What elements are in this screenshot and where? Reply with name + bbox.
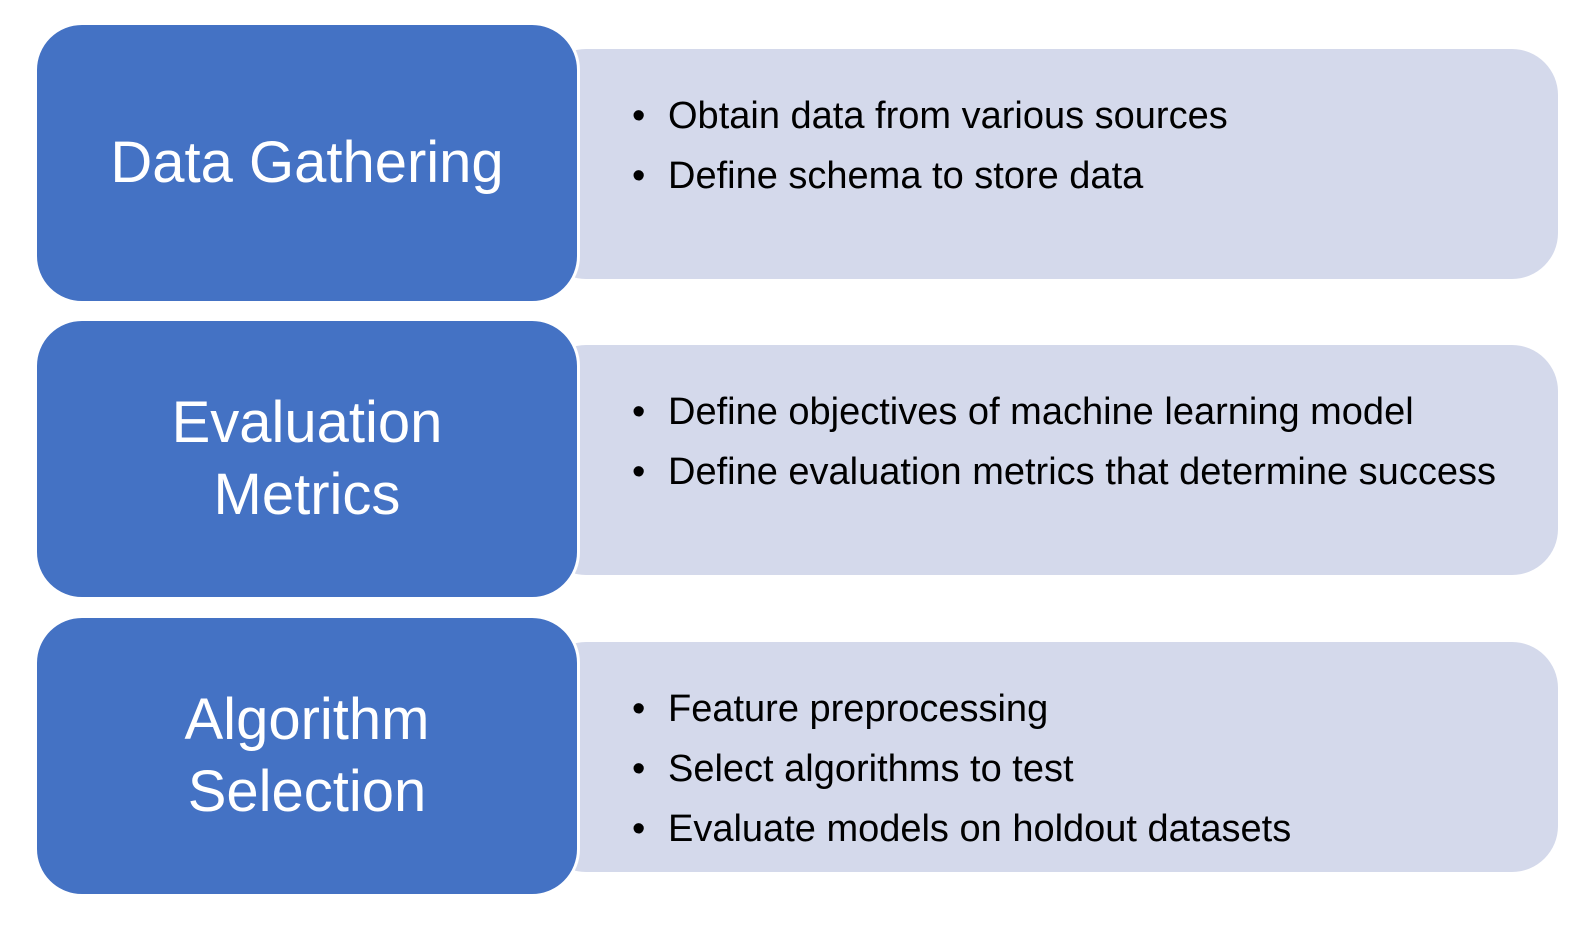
stage-bullet-list: • Define objectives of machine learning m…: [632, 385, 1528, 499]
bullet-text: Feature preprocessing: [668, 688, 1049, 730]
bullet-text: Select algorithms to test: [668, 748, 1074, 790]
bullet-text: Define evaluation metrics that determine…: [668, 451, 1496, 493]
bullet-dot-icon: •: [632, 688, 646, 730]
stage-bullet-item: • Define objectives of machine learning m…: [632, 385, 1528, 439]
bullet-text: Define schema to store data: [668, 155, 1144, 197]
stage-bullet-list: • Obtain data from various sources • Defin…: [632, 89, 1528, 203]
stage-row-evaluation-metrics: • Define objectives of machine learning m…: [0, 318, 1580, 600]
stage-bullet-item: • Define evaluation metrics that determin…: [632, 445, 1528, 499]
stage-bullet-item: • Evaluate models on holdout datasets: [632, 802, 1528, 856]
stage-bullet-item: • Feature preprocessing: [632, 682, 1528, 736]
stage-bullet-list: • Feature preprocessing • Select algorithm…: [632, 682, 1528, 856]
bullet-dot-icon: •: [632, 391, 646, 433]
stage-details-panel: • Define objectives of machine learning m…: [540, 345, 1558, 575]
stage-details-panel: • Feature preprocessing • Select algorithm…: [540, 642, 1558, 872]
stage-heading-box: Data Gathering: [34, 22, 580, 304]
stage-bullet-item: • Obtain data from various sources: [632, 89, 1528, 143]
bullet-text: Define objectives of machine learning mo…: [668, 391, 1414, 433]
bullet-dot-icon: •: [632, 155, 646, 197]
stage-bullet-item: • Select algorithms to test: [632, 742, 1528, 796]
stage-bullet-item: • Define schema to store data: [632, 149, 1528, 203]
bullet-text: Obtain data from various sources: [668, 95, 1228, 137]
bullet-dot-icon: •: [632, 95, 646, 137]
stage-row-algorithm-selection: • Feature preprocessing • Select algorithm…: [0, 615, 1580, 897]
stage-heading-box: Evaluation Metrics: [34, 318, 580, 600]
stage-details-panel: • Obtain data from various sources • Defin…: [540, 49, 1558, 279]
stage-heading-box: Algorithm Selection: [34, 615, 580, 897]
bullet-text: Evaluate models on holdout datasets: [668, 808, 1292, 850]
bullet-dot-icon: •: [632, 451, 646, 493]
stage-heading-title: Data Gathering: [110, 130, 504, 195]
bullet-dot-icon: •: [632, 808, 646, 850]
stage-heading-title: Evaluation Metrics: [171, 390, 443, 527]
stage-heading-title: Algorithm Selection: [184, 687, 430, 824]
bullet-dot-icon: •: [632, 748, 646, 790]
stage-row-data-gathering: • Obtain data from various sources • Defin…: [0, 22, 1580, 304]
